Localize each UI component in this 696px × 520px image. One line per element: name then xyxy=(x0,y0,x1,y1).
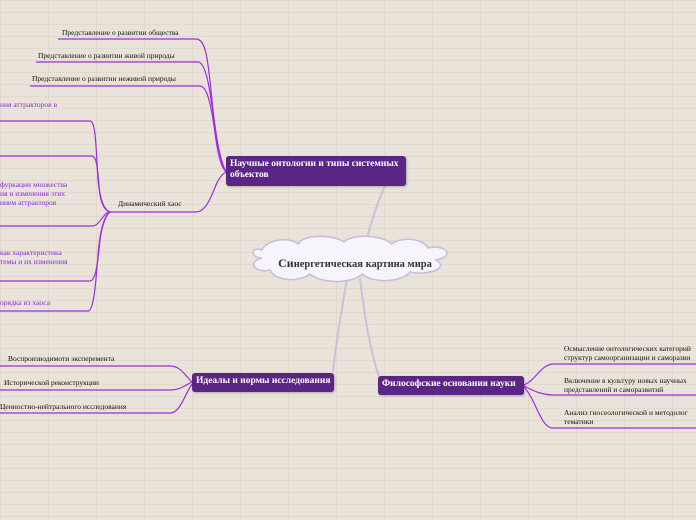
ideals-branch-3 xyxy=(0,383,193,414)
topic-ontology[interactable]: Научные онтологии и типы системных объек… xyxy=(226,156,406,186)
leaf-historical-reconstruction[interactable]: Исторической реконструкции xyxy=(4,378,99,387)
ideals-branch-1 xyxy=(0,365,193,383)
chaos-leaf-attractors-line1: ния аттракторов в xyxy=(0,100,58,109)
leaf-historical-reconstruction-text: Исторической реконструкции xyxy=(4,378,99,387)
leaf-epistemological-analysis-line1: Анализ гносеологической и методолог xyxy=(564,408,688,417)
ontology-branch-3 xyxy=(30,85,227,173)
topic-ontology-label: Научные онтологии и типы системных объек… xyxy=(230,159,399,180)
chaos-branch-3 xyxy=(0,211,111,227)
topic-ideals[interactable]: Идеалы и нормы исследования xyxy=(192,373,334,392)
leaf-living-nature-development-text: Представление о развитии живой природы xyxy=(38,51,175,60)
chaos-leaf-characteristic-line1: как характеристика xyxy=(0,248,62,257)
leaf-nonliving-nature-development-text: Представление о развитии неживой природы xyxy=(32,74,176,83)
center-to-ideals-connector xyxy=(332,277,348,373)
central-cloud[interactable] xyxy=(252,235,448,283)
center-to-philosophy-connector xyxy=(359,277,381,381)
chaos-leaf-bifurcation-line2: ия и изменения этих xyxy=(0,189,66,198)
leaf-value-neutral-research-text: Ценностно-нейтрального исследования xyxy=(0,402,127,411)
leaf-culture-inclusion-line1: Включение в культуру новых научных xyxy=(564,376,687,385)
topic-ideals-label: Идеалы и нормы исследования xyxy=(196,376,331,386)
chaos-leaf-characteristic[interactable]: как характеристика темы и их изменения xyxy=(0,248,68,266)
leaf-culture-inclusion[interactable]: Включение в культуру новых научных предс… xyxy=(564,376,696,394)
ontology-branch-2 xyxy=(36,61,227,173)
chaos-leaf-order-from-chaos[interactable]: орядка из хаоса xyxy=(0,298,50,307)
central-title-first: Си xyxy=(278,256,294,270)
chaos-branch-5 xyxy=(0,211,111,312)
leaf-reproducibility-text: Воспроизводимоти эксперемента xyxy=(8,354,115,363)
philosophy-branch-1 xyxy=(523,363,696,386)
leaf-reproducibility[interactable]: Воспроизводимоти эксперемента xyxy=(8,354,114,363)
ideals-branch-2 xyxy=(0,381,193,391)
chaos-leaf-characteristic-line2: темы и их изменения xyxy=(0,257,68,266)
chaos-branch-2 xyxy=(0,155,111,213)
central-title-rest: нергетическая картина мира xyxy=(293,259,432,270)
leaf-ontological-categories-line2: структур самоорганизации и саморазви xyxy=(564,353,691,362)
chaos-leaf-attractors[interactable]: ния аттракторов в xyxy=(0,100,57,109)
chaos-branch-4 xyxy=(0,211,111,282)
philosophy-branch-2 xyxy=(523,385,696,396)
chaos-leaf-bifurcation-line1: фуркации множества xyxy=(0,180,68,189)
leaf-living-nature-development[interactable]: Представление о развитии живой природы xyxy=(38,51,175,60)
leaf-nonliving-nature-development[interactable]: Представление о развитии неживой природы xyxy=(32,74,176,83)
leaf-culture-inclusion-line2: представлений и саморазвитий xyxy=(564,385,664,394)
leaf-society-development-text: Представление о развитии общества xyxy=(62,28,179,37)
leaf-dynamic-chaos-text: Динамический хаос xyxy=(118,199,182,208)
ontology-branch-4 xyxy=(110,171,227,213)
leaf-epistemological-analysis-line2: тематики xyxy=(564,417,594,426)
leaf-dynamic-chaos[interactable]: Динамический хаос xyxy=(118,199,182,208)
philosophy-branch-3 xyxy=(523,386,696,429)
leaf-ontological-categories[interactable]: Осмысление онтологических категорий стру… xyxy=(564,344,696,362)
central-topic-label[interactable]: Синергетическая картина мира xyxy=(270,256,440,271)
topic-philosophy[interactable]: Философские основания науки xyxy=(378,376,524,395)
leaf-epistemological-analysis[interactable]: Анализ гносеологической и методолог тема… xyxy=(564,408,696,426)
leaf-society-development[interactable]: Представление о развитии общества xyxy=(62,28,179,37)
topic-philosophy-label: Философские основания науки xyxy=(382,379,516,389)
chaos-leaf-bifurcation[interactable]: фуркации множества ия и изменения этих н… xyxy=(0,180,67,207)
chaos-leaf-order-from-chaos-line1: орядка из хаоса xyxy=(0,298,51,307)
chaos-leaf-bifurcation-line3: нием аттракторов xyxy=(0,198,57,207)
leaf-value-neutral-research[interactable]: Ценностно-нейтрального исследования xyxy=(0,402,126,411)
leaf-ontological-categories-line1: Осмысление онтологических категорий xyxy=(564,344,691,353)
